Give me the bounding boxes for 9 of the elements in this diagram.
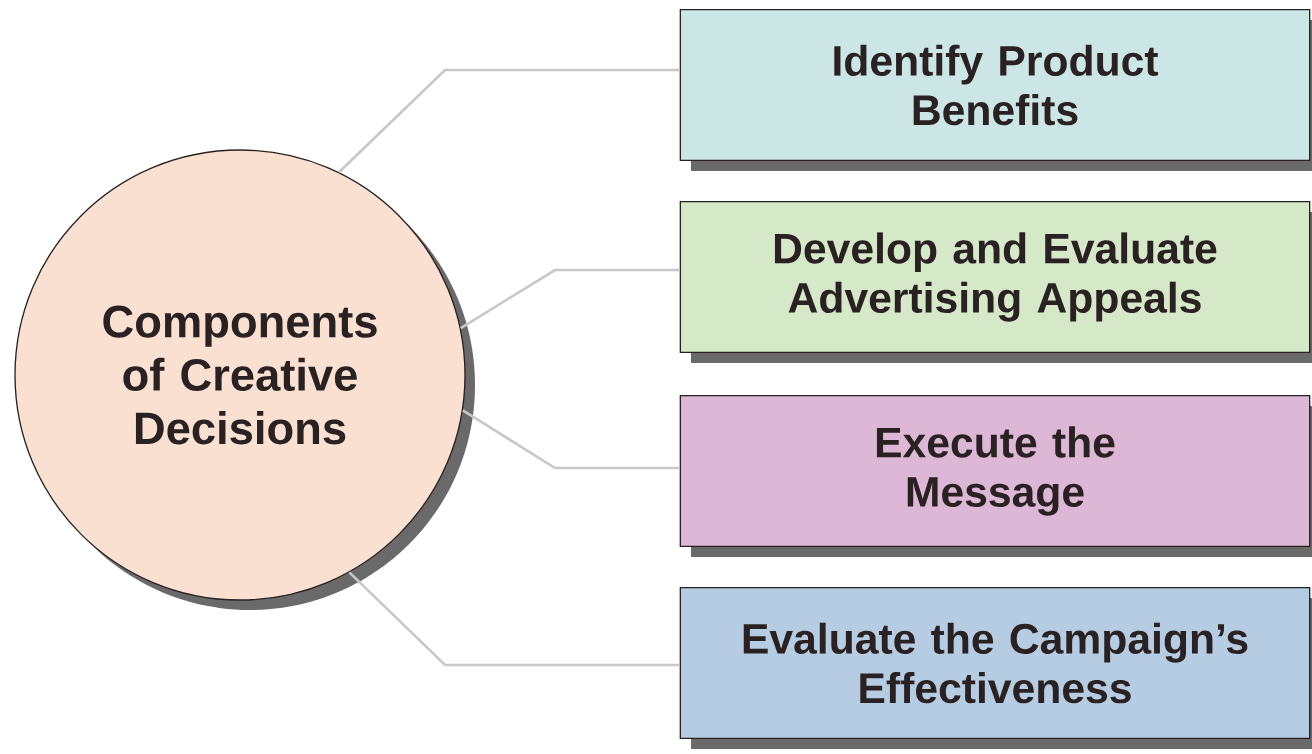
process-box: Evaluate the Campaign’s Effectiveness (679, 587, 1312, 749)
connector-line (338, 68, 680, 174)
connector-line (462, 409, 680, 470)
process-box: Execute the Message (679, 395, 1312, 557)
connector-line (460, 268, 680, 330)
process-box: Develop and Evaluate Advertising Appeals (679, 201, 1312, 363)
connector-line (348, 571, 680, 667)
circle-node: Components of Creative Decisions (14, 149, 475, 610)
process-box: Identify Product Benefits (679, 9, 1312, 171)
